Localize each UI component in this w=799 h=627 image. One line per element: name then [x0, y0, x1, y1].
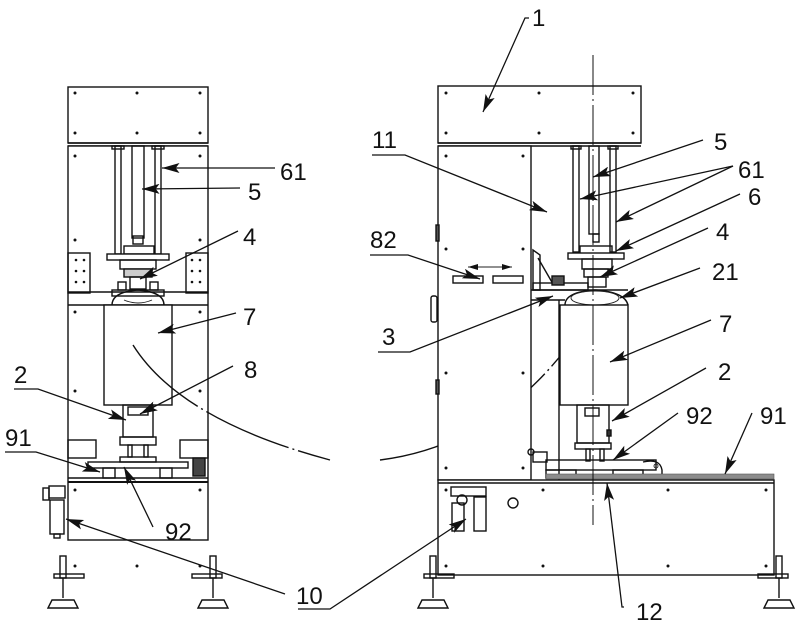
front-top-housing — [67, 86, 209, 144]
label-61-front: 61 — [280, 159, 307, 186]
side-base — [437, 479, 775, 576]
side-top-housing — [437, 85, 642, 144]
label-21: 21 — [712, 259, 739, 286]
label-8-front: 8 — [244, 357, 257, 384]
label-1: 1 — [532, 5, 545, 32]
label-5-front: 5 — [248, 179, 261, 206]
label-7-front: 7 — [243, 304, 256, 331]
label-82: 82 — [370, 227, 397, 254]
label-6: 6 — [748, 184, 761, 211]
label-7-side: 7 — [719, 311, 732, 338]
label-4-side: 4 — [716, 219, 729, 246]
label-92-front: 92 — [165, 519, 192, 546]
side-container — [559, 304, 629, 406]
label-91-side: 91 — [760, 403, 787, 430]
label-92-side: 92 — [686, 403, 713, 430]
label-61-side: 61 — [738, 157, 765, 184]
label-12: 12 — [636, 599, 663, 626]
front-view — [42, 86, 230, 609]
rotation-arc — [132, 344, 331, 461]
label-10: 10 — [296, 583, 323, 610]
label-91-front: 91 — [5, 425, 32, 452]
label-2-front: 2 — [14, 362, 27, 389]
side-view — [416, 55, 796, 609]
label-11: 11 — [372, 127, 397, 154]
label-3: 3 — [382, 324, 395, 351]
label-5-side: 5 — [714, 129, 727, 156]
front-container — [103, 304, 173, 406]
reference-labels: 61 5 4 7 8 2 91 92 10 1 11 5 61 6 82 4 2 — [5, 5, 787, 626]
label-4-front: 4 — [243, 224, 256, 251]
conveyor-plate — [545, 473, 775, 480]
label-2-side: 2 — [718, 359, 731, 386]
side-cabinet — [437, 145, 532, 481]
